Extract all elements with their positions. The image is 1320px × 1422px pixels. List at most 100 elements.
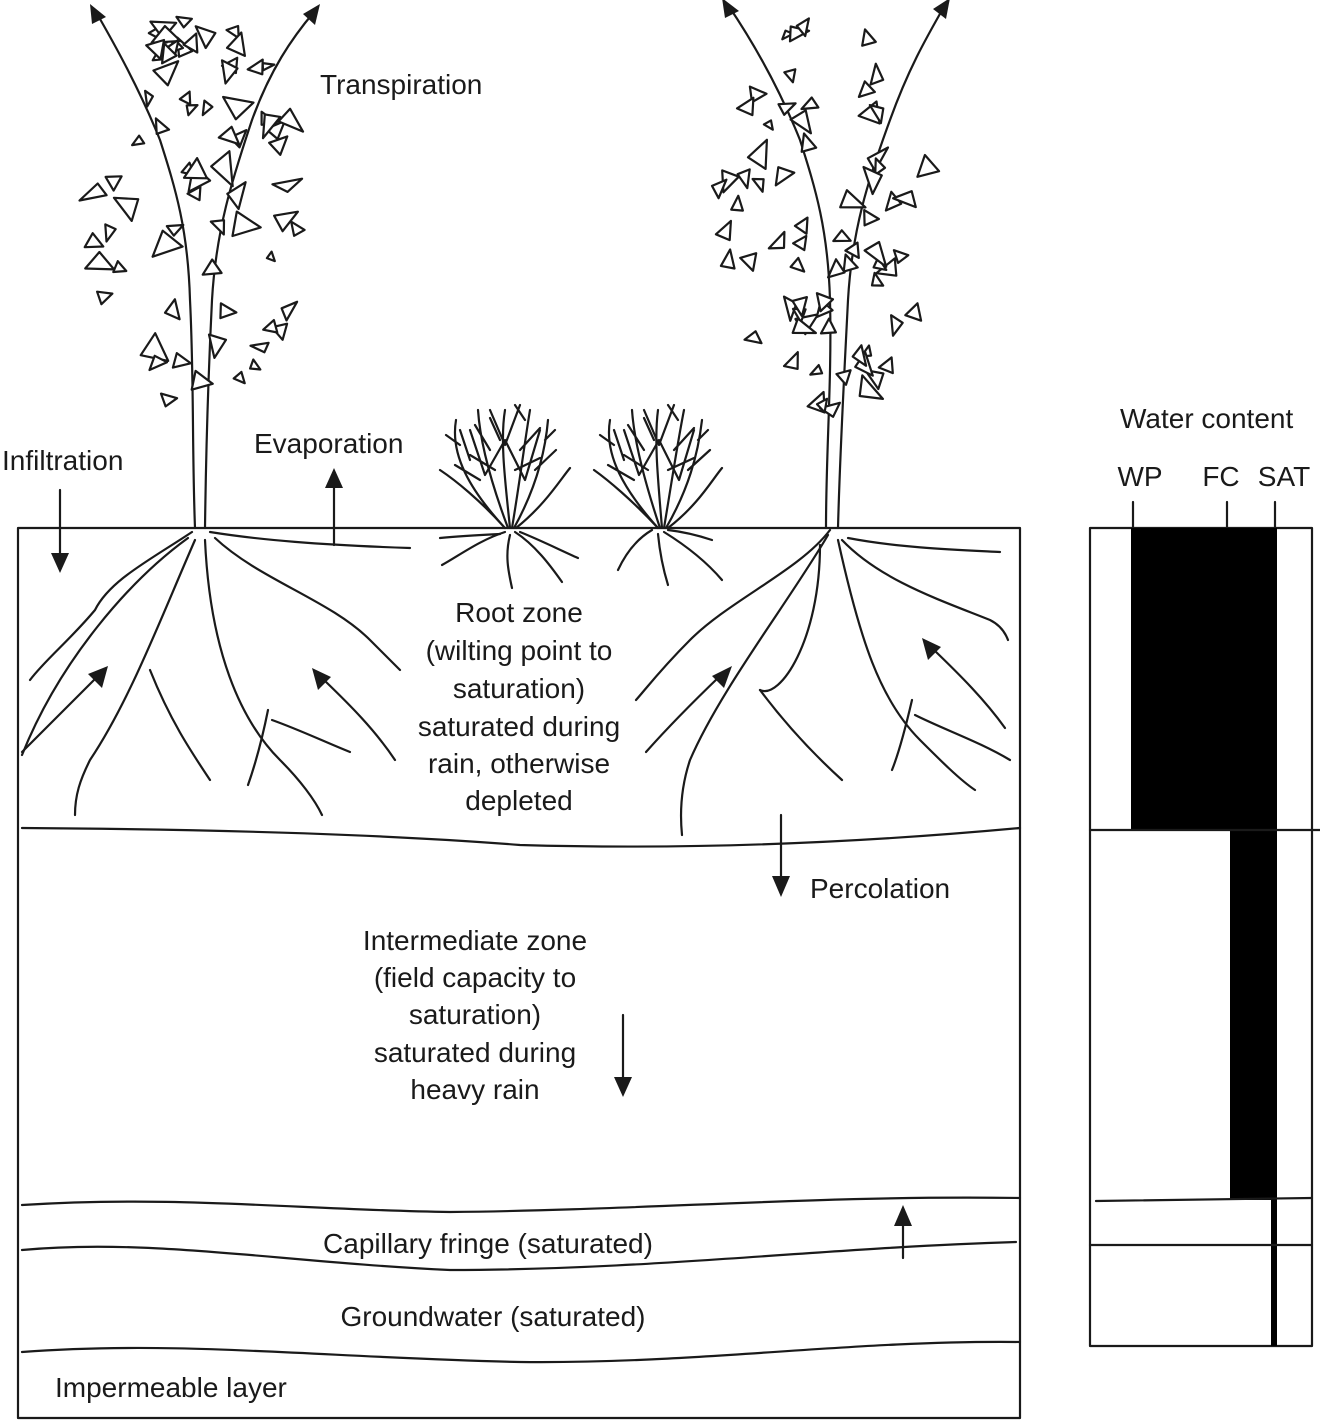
leaf-shape [863, 209, 881, 227]
leaf-shape [178, 90, 192, 106]
leaf-shape [877, 356, 894, 375]
leaf-shape [904, 302, 923, 322]
leaf-shape [735, 96, 755, 117]
leaf-shape [78, 182, 108, 202]
leaf-shape [265, 250, 276, 263]
root-zone-label-line: (wilting point to [426, 635, 613, 666]
leaf-shape [104, 223, 117, 243]
leaf-shape [249, 341, 270, 354]
leaf-shape [800, 96, 820, 111]
leaf-shape [277, 107, 305, 133]
root-uptake-arrow-3 [644, 666, 732, 754]
leaf-shape [148, 354, 169, 372]
right-tree-transpiration-arrowhead-left [722, 0, 739, 18]
leaf-shape [201, 99, 214, 117]
leaf-shape [112, 260, 128, 274]
intermediate-zone-label-line: (field capacity to [374, 962, 576, 993]
leaf-shape [246, 58, 264, 76]
leaf-shape [815, 397, 829, 414]
leaf-shape [861, 28, 877, 47]
leaf-shape [186, 185, 202, 202]
leaf-shape [264, 119, 286, 141]
capillary-fringe-label: Capillary fringe (saturated) [323, 1228, 653, 1259]
leaf-shape [710, 178, 728, 200]
leaf-shape [777, 102, 797, 116]
root-uptake-arrow-1 [20, 666, 108, 754]
intermediate-zone-label-line: saturated during [374, 1037, 576, 1068]
leaf-shape [261, 61, 276, 72]
capillary-fringe-top-boundary [20, 1196, 1022, 1214]
leaf-shape [151, 229, 184, 258]
leaf-shape [762, 119, 774, 131]
wp-marker-label: WP [1117, 461, 1162, 492]
intermediate-zone-label-line: Intermediate zone [363, 925, 587, 956]
leaf-shape [210, 150, 234, 188]
leaf-shape [220, 59, 239, 85]
leaf-shape [273, 210, 299, 233]
leaf-shape [842, 253, 859, 273]
shrub-left [438, 403, 572, 530]
shrub-right [592, 403, 724, 530]
left-tree-transpiration-arrowhead-right [303, 4, 320, 25]
impermeable-layer-label: Impermeable layer [55, 1372, 287, 1403]
leaf-shape [869, 62, 885, 86]
leaf-shape [730, 194, 745, 212]
leaf-shape [104, 175, 123, 192]
leaf-shape [225, 24, 240, 40]
root-uptake-arrow-4 [922, 638, 1007, 730]
leaf-shape [261, 113, 282, 140]
water-content-title: Water content [1120, 403, 1293, 434]
leaf-shape [144, 89, 154, 108]
leaf-shape [209, 219, 226, 236]
leaf-shape [863, 240, 888, 268]
leaf-shape [182, 157, 209, 180]
leaf-shape [916, 153, 941, 178]
capillary-fringe-bottom-boundary [20, 1240, 1018, 1272]
leaf-shape [719, 248, 736, 270]
leaf-shape [249, 358, 262, 371]
leaf-shape [795, 17, 811, 38]
leaf-shape [870, 271, 885, 287]
impermeable-layer-boundary [20, 1340, 1022, 1364]
leaf-shape [800, 132, 818, 153]
right-tree-transpiration-arrowhead-right [933, 0, 950, 19]
leaf-shape [743, 330, 763, 345]
water-content-panel: Water content WP FC SAT [1088, 403, 1320, 1348]
leaf-shape [791, 296, 809, 318]
root-zone-label-line: saturated during [418, 711, 620, 742]
leaf-shape [222, 95, 255, 121]
sat-marker-label: SAT [1258, 461, 1310, 492]
root-uptake-arrow-2 [312, 668, 397, 762]
root-zone-label-line: rain, otherwise [428, 748, 610, 779]
leaf-shape [889, 314, 904, 337]
fc-marker-label: FC [1202, 461, 1239, 492]
root-zone-water-fill [1131, 528, 1277, 830]
leaf-shape [857, 80, 877, 99]
leaf-shape [892, 249, 910, 264]
leaf-shape [231, 210, 262, 238]
capillary-top-depth-line [1094, 1196, 1314, 1203]
leaf-shape [891, 190, 917, 209]
evaporation-arrow [325, 468, 343, 547]
leaf-shape [832, 229, 852, 243]
leaf-shape [791, 234, 808, 252]
leaf-shape [815, 292, 835, 313]
soil-box [16, 526, 1022, 1420]
leaf-shape [751, 177, 765, 193]
intermediate-zone-label-line: saturation) [409, 999, 541, 1030]
leaf-shape [207, 333, 228, 359]
leaf-shape [271, 177, 304, 193]
leaf-shape [182, 32, 199, 54]
leaf-shape [280, 300, 299, 322]
leaf-shape [290, 220, 306, 237]
leaf-shape [152, 60, 180, 87]
percolation-label: Percolation [810, 873, 950, 904]
intermediate-zone-water-fill [1230, 828, 1277, 1200]
leaf-shape [145, 38, 166, 61]
leaf-shape [789, 256, 806, 273]
soil-profile [16, 526, 1022, 1420]
leaf-shape [201, 258, 223, 276]
intermediate-zone-label: Intermediate zone (field capacity to sat… [363, 925, 587, 1105]
root-zone-label: Root zone (wilting point to saturation) … [418, 597, 620, 816]
